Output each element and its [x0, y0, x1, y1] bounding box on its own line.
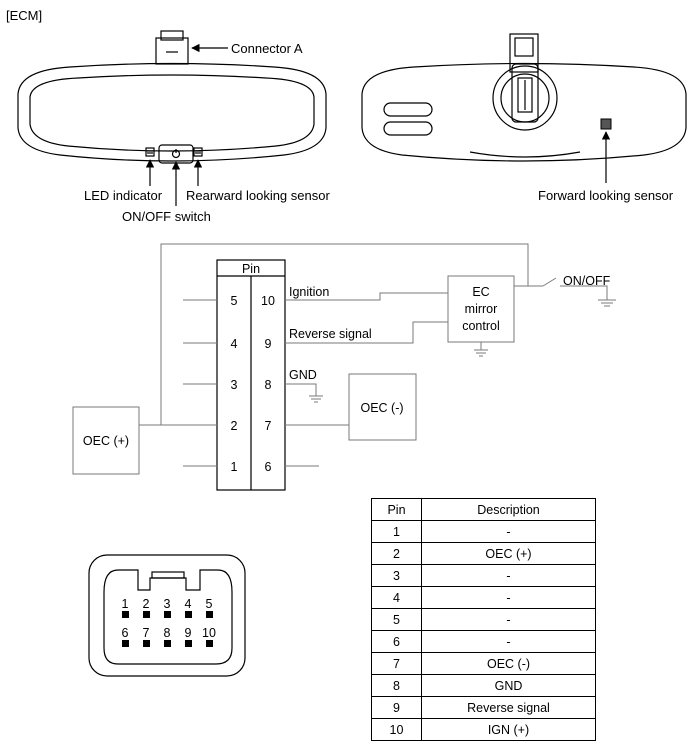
- schematic-pin-2: 2: [231, 419, 238, 433]
- table-cell-pin: 8: [371, 674, 422, 697]
- table-cell-pin: 9: [371, 696, 422, 719]
- table-cell-pin: 2: [371, 542, 422, 565]
- table-row: 6-: [371, 630, 596, 653]
- table-cell-description: GND: [421, 674, 596, 697]
- table-cell-description: -: [421, 630, 596, 653]
- connector-pin-header: Pin: [242, 262, 260, 276]
- schematic-pin-1: 1: [231, 460, 238, 474]
- face-pin-6: 6: [122, 626, 129, 640]
- table-cell-description: OEC (-): [421, 652, 596, 675]
- section-tag: [ECM]: [6, 8, 42, 23]
- ec-mirror-control-line3: control: [462, 319, 500, 333]
- mirror-front-view: [17, 30, 327, 206]
- oec-minus-label: OEC (-): [360, 401, 403, 415]
- gnd-label: GND: [289, 368, 317, 382]
- reverse-signal-label: Reverse signal: [289, 327, 372, 341]
- table-cell-description: -: [421, 564, 596, 587]
- table-cell-pin: 6: [371, 630, 422, 653]
- onoff-label: ON/OFF: [563, 274, 611, 288]
- schematic-pin-3: 3: [231, 378, 238, 392]
- table-cell-description: -: [421, 520, 596, 543]
- schematic-pin-7: 7: [265, 419, 272, 433]
- table-row: 3-: [371, 564, 596, 587]
- table-cell-pin: 3: [371, 564, 422, 587]
- connector-a-label: Connector A: [231, 41, 303, 56]
- table-cell-description: -: [421, 586, 596, 609]
- schematic-pin-6: 6: [265, 460, 272, 474]
- table-row: 1-: [371, 520, 596, 543]
- table-cell-description: Reverse signal: [421, 696, 596, 719]
- schematic-pin-8: 8: [265, 378, 272, 392]
- mirror-rear-view: [361, 33, 687, 183]
- oec-plus-label: OEC (+): [83, 434, 129, 448]
- table-header-description: Description: [421, 498, 596, 521]
- connector-face-view: [88, 554, 246, 677]
- table-header-pin: Pin: [371, 498, 422, 521]
- wiring-schematic: [72, 243, 616, 491]
- table-header-row: Pin Description: [371, 498, 596, 521]
- face-pin-2: 2: [143, 597, 150, 611]
- table-row: 4-: [371, 586, 596, 609]
- face-pin-8: 8: [164, 626, 171, 640]
- face-pin-10: 10: [202, 626, 216, 640]
- table-cell-description: IGN (+): [421, 718, 596, 741]
- face-pin-9: 9: [185, 626, 192, 640]
- table-cell-pin: 7: [371, 652, 422, 675]
- face-pin-5: 5: [206, 597, 213, 611]
- table-cell-pin: 4: [371, 586, 422, 609]
- table-cell-pin: 5: [371, 608, 422, 631]
- table-cell-description: OEC (+): [421, 542, 596, 565]
- face-pin-7: 7: [143, 626, 150, 640]
- ignition-label: Ignition: [289, 285, 329, 299]
- rearward-sensor-label: Rearward looking sensor: [186, 188, 330, 203]
- led-indicator-label: LED indicator: [84, 188, 163, 203]
- ec-mirror-control-line2: mirror: [465, 302, 498, 316]
- ec-mirror-control-line1: EC: [472, 285, 489, 299]
- schematic-pin-9: 9: [265, 337, 272, 351]
- onoff-switch-label: ON/OFF switch: [122, 209, 211, 224]
- face-pin-4: 4: [185, 597, 192, 611]
- face-pin-3: 3: [164, 597, 171, 611]
- schematic-pin-10: 10: [261, 294, 275, 308]
- table-cell-pin: 10: [371, 718, 422, 741]
- forward-sensor-label: Forward looking sensor: [538, 188, 674, 203]
- schematic-pin-5: 5: [231, 294, 238, 308]
- table-cell-pin: 1: [371, 520, 422, 543]
- table-cell-description: -: [421, 608, 596, 631]
- schematic-pin-4: 4: [231, 337, 238, 351]
- face-pin-1: 1: [122, 597, 129, 611]
- table-row: 5-: [371, 608, 596, 631]
